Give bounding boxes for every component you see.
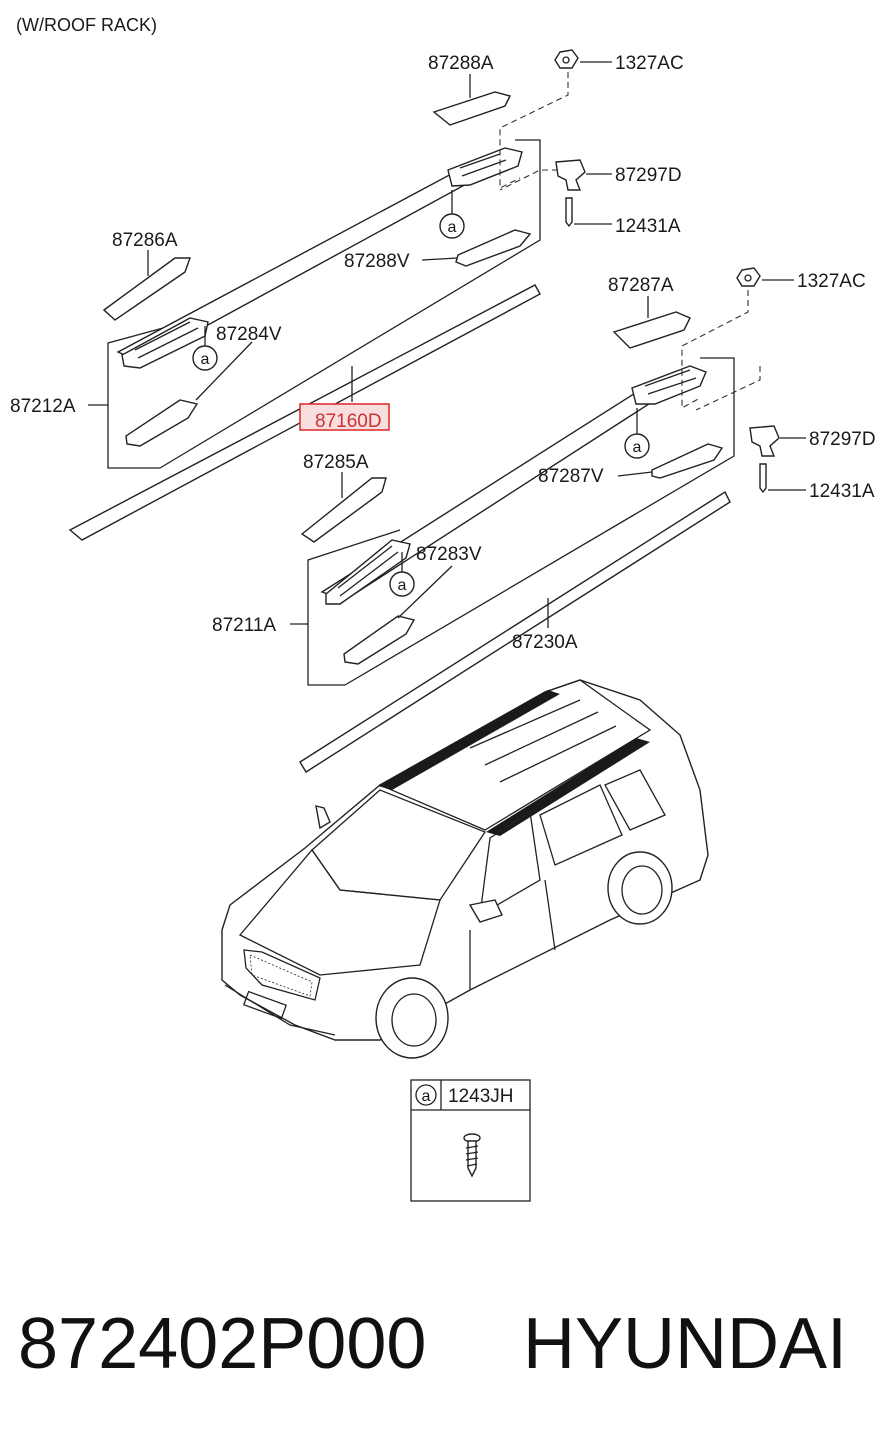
label-87212A: 87212A [10,396,76,417]
label-87230A: 87230A [512,632,578,653]
cover-87285A [300,477,387,543]
roof-strip-left [378,690,560,790]
right-rail-assembly: a a 87287A 1327AC 87297D 87287V 12431A 8… [212,267,876,773]
cover-87288A [432,91,512,126]
insert-87283V [343,615,416,665]
svg-text:a: a [201,351,210,368]
screw-12431A-lower [759,463,767,494]
label-12431A-upper: 12431A [615,216,681,237]
highlight-87160D [299,403,390,431]
screw-12431A-upper [565,197,573,228]
suv-illustration [221,679,709,1059]
label-1327AC-lower: 1327AC [797,271,866,292]
insert-87284V [125,399,199,447]
part-number-title: 872402P000 [18,1304,426,1384]
label-87284V: 87284V [216,324,282,345]
side-mirror [468,899,503,923]
grille [243,949,321,1001]
label-87160D: 87160D [315,411,382,432]
label-12431A-lower: 12431A [809,481,875,502]
insert-87287V [651,443,724,479]
svg-text:a: a [448,219,457,236]
label-87297D-upper: 87297D [615,165,682,186]
hood [238,848,441,976]
insert-87288V [455,229,532,267]
legend-part-number: 1243JH [448,1086,514,1107]
left-rail-assembly: a a 87288A 1327AC 87297D 12431A 87286A 8… [10,49,684,541]
label-87288V: 87288V [344,251,410,272]
front-end-cap-lower [325,539,411,605]
roof-strip-right [486,738,650,836]
label-87283V: 87283V [416,544,482,565]
legend-box-1243JH: a 1243JH [410,1079,531,1202]
legend-marker: a [422,1088,431,1105]
label-87286A: 87286A [112,230,178,251]
label-1327AC-upper: 1327AC [615,53,684,74]
strip-87230A [299,490,731,773]
label-87297D-lower: 87297D [809,429,876,450]
rear-end-cap-lower [631,365,707,405]
clip-87297D-lower [749,425,780,457]
nut-1327AC-lower [736,267,761,287]
cover-87286A [102,257,191,321]
label-87287A: 87287A [608,275,674,296]
svg-text:a: a [633,439,642,456]
svg-text:a: a [398,577,407,594]
nut-1327AC-upper [554,49,579,69]
cover-87287A [612,311,691,349]
rear-wheel [607,851,673,925]
bracket-87211A [307,529,401,686]
roof-rack-note: (W/ROOF RACK) [16,15,157,35]
label-87287V: 87287V [538,466,604,487]
label-87288A: 87288A [428,53,494,74]
label-87285A: 87285A [303,452,369,473]
clip-87297D-upper [555,159,586,191]
label-87211A: 87211A [212,615,276,636]
brand-title: HYUNDAI [523,1304,847,1384]
